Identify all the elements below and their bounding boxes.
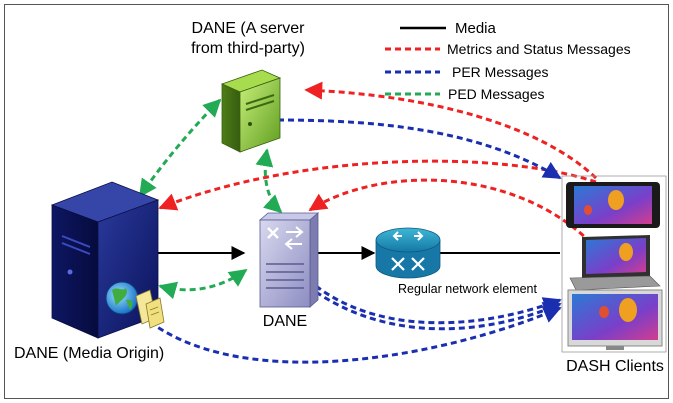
metrics-link-client-to-third-party xyxy=(304,81,598,180)
dash-clients-label: DASH Clients xyxy=(566,358,664,375)
per-link-dane-to-client-a xyxy=(315,284,562,325)
dane-switch: DANE xyxy=(258,212,320,330)
per-link-third-party-to-client xyxy=(277,118,562,180)
dash-clients: DASH Clients xyxy=(561,175,667,375)
media-origin-server: DANE (Media Origin) xyxy=(14,181,165,362)
third-party-dane-label-line2: from third-party) xyxy=(191,40,305,57)
third-party-dane-server: DANE (A server from third-party) xyxy=(191,20,306,153)
metrics-link-client-to-dane xyxy=(308,178,600,252)
globe-icon xyxy=(105,281,139,315)
connections xyxy=(138,81,600,364)
clients-group-frame xyxy=(561,175,667,353)
monitor-icon xyxy=(567,289,663,350)
ped-link-origin-dane xyxy=(158,268,248,300)
legend-label-per: PER Messages xyxy=(452,64,548,80)
ped-link-third-party-origin xyxy=(138,98,222,198)
third-party-dane-label-line1: DANE (A server xyxy=(192,20,306,37)
legend: Media Metrics and Status Messages PER Me… xyxy=(385,20,631,102)
tablet-icon xyxy=(566,182,660,228)
ped-link-third-party-dane xyxy=(255,148,283,214)
legend-label-media: Media xyxy=(455,20,497,37)
document-icon xyxy=(135,289,165,329)
network-switch-icon xyxy=(258,212,320,308)
dane-switch-label: DANE xyxy=(263,313,307,330)
legend-label-ped: PED Messages xyxy=(448,86,544,102)
regular-network-element: Regular network element xyxy=(375,227,537,296)
metrics-link-client-to-origin xyxy=(158,159,597,211)
laptop-icon xyxy=(569,235,661,291)
legend-label-metrics: Metrics and Status Messages xyxy=(447,41,631,57)
server-green-icon xyxy=(220,69,282,153)
media-origin-label: DANE (Media Origin) xyxy=(14,345,164,362)
per-link-origin-to-client xyxy=(149,306,562,364)
router-icon xyxy=(375,227,441,279)
router-label: Regular network element xyxy=(398,282,537,296)
